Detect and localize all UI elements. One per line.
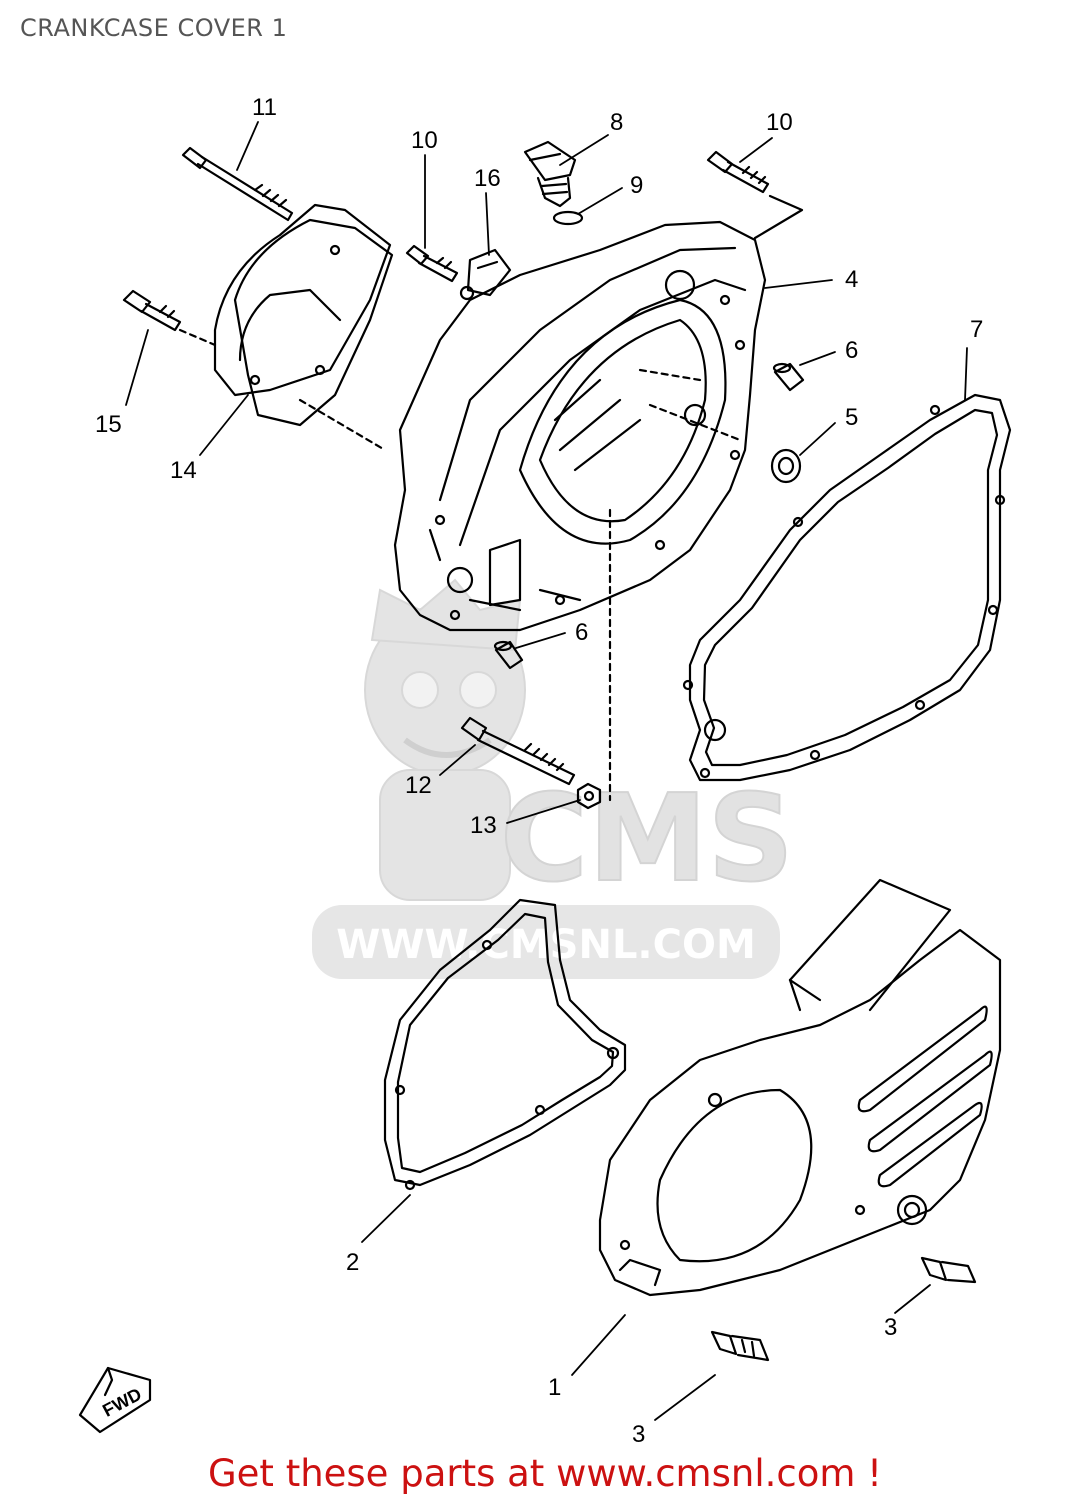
footer-link[interactable]: Get these parts at www.cmsnl.com ! [207,1452,882,1495]
callout-4: 4 [845,266,858,293]
page-title: CRANKCASE COVER 1 [20,14,288,42]
part-6-dowel-upper [772,362,805,392]
callout-14: 14 [170,457,197,484]
callout-12: 12 [405,772,432,799]
part-16-clamp [459,248,512,301]
part-2-gasket [383,898,627,1191]
part-7-gasket [682,393,1012,782]
callout-15: 15 [95,411,122,438]
callout-8: 8 [610,109,623,136]
leader-14-dashed [298,398,387,452]
part-14-cover [213,203,394,427]
leader-15-dashed [178,328,217,347]
assembly-dashed-lines [638,368,742,442]
callout-6-lower: 6 [575,619,588,646]
part-13-nut [576,782,602,810]
part-3-bolt-lower [710,1330,770,1362]
callout-numbers: 11 15 14 10 16 8 9 10 4 6 5 7 6 12 13 2 … [95,94,983,1448]
leader-lines [125,121,968,1421]
part-10-bolt-left [405,244,459,283]
callout-13: 13 [470,812,497,839]
callout-1: 1 [548,1374,561,1401]
part-12-bolt [460,716,576,786]
callout-6-upper: 6 [845,337,858,364]
fwd-arrow-icon [78,1366,152,1434]
part-5-oil-seal [770,448,802,484]
callout-7: 7 [970,316,983,343]
callout-10-left: 10 [411,127,438,154]
callout-3-right: 3 [884,1314,897,1341]
callout-9: 9 [630,172,643,199]
part-4-crankcase-cover [393,220,767,632]
part-1-generator-cover [598,878,1002,1297]
watermark-logo-text: CMS [500,770,794,909]
fwd-label: FWD [99,1384,145,1421]
part-6-dowel-lower [493,640,524,670]
callout-2: 2 [346,1249,359,1276]
part-9-o-ring [552,210,584,226]
callout-16: 16 [474,165,501,192]
part-15-bolt [122,289,182,332]
callout-3-lower: 3 [632,1421,645,1448]
leader-10-right-dashed [753,194,804,240]
part-10-bolt-right [706,150,770,194]
callout-5: 5 [845,404,858,431]
callout-10-right: 10 [766,109,793,136]
part-3-bolt-right [920,1256,977,1284]
callout-11: 11 [252,94,277,121]
part-8-filler-cap [523,140,577,208]
part-11-bolt [181,146,294,222]
